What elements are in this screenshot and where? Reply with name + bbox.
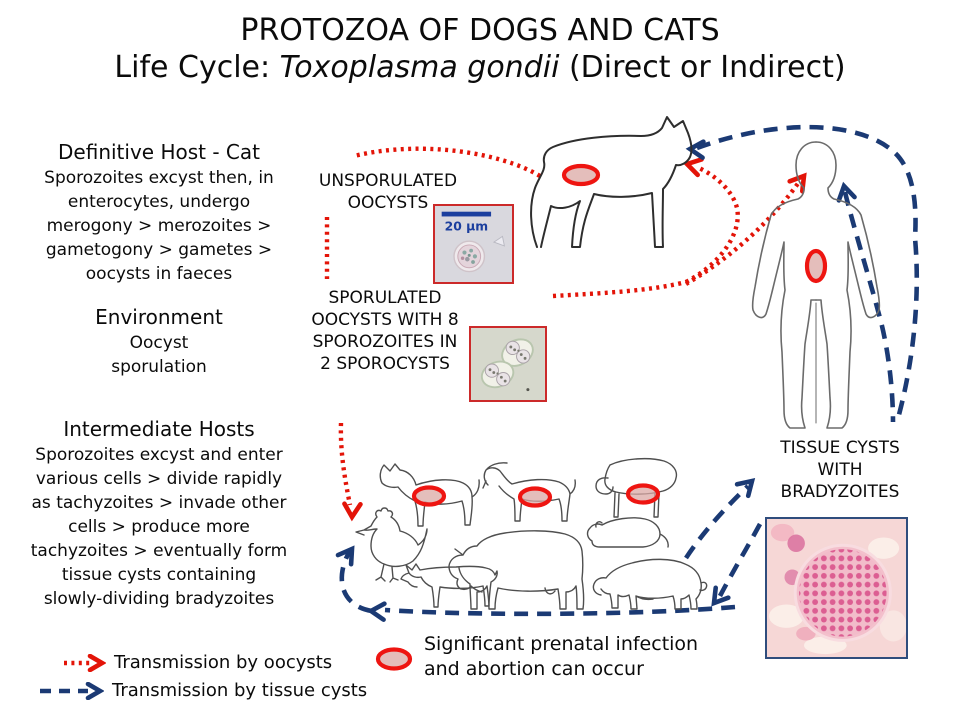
route-up-to-chicken <box>339 549 373 614</box>
environment-heading: Environment <box>95 305 223 329</box>
definitive-host-block: Definitive Host - Cat Sporozoites excyst… <box>28 140 290 286</box>
group-cat-infection-marker <box>411 485 447 507</box>
intermediate-hosts-body: Sporozoites excyst and enter various cel… <box>30 445 288 609</box>
arrowhead-to-cat-icon <box>682 157 704 178</box>
sporocyst <box>516 349 531 364</box>
human-infection-marker <box>804 248 828 284</box>
legend-oocyst-label: Transmission by oocysts <box>114 652 333 673</box>
sporozoite-granules <box>488 345 527 383</box>
route-sporulated-to-animals <box>338 422 353 506</box>
unsporulated-oocyst-micrograph: 20 μm <box>433 204 514 284</box>
sporulated-oocysts-image <box>471 328 545 400</box>
title-line-1: PROTOZOA OF DOGS AND CATS <box>240 13 720 48</box>
mouse-silhouette <box>586 517 669 548</box>
sporulated-oocysts-micrograph <box>469 326 547 402</box>
cow-silhouette <box>448 530 585 610</box>
route-branch-to-cat <box>684 166 740 284</box>
sheep-silhouette <box>595 457 678 518</box>
slide-title: PROTOZOA OF DOGS AND CATS Life Cycle: To… <box>0 13 960 86</box>
arrowhead-to-human-icon <box>787 172 807 194</box>
environment-block: Environment Oocyst sporulation <box>28 305 290 379</box>
oocyst-granules <box>460 248 478 264</box>
tissue-cysts-label: TISSUE CYSTS WITH BRADYZOITES <box>780 438 900 502</box>
stained-nucleus <box>787 534 805 553</box>
sporocyst <box>496 372 511 387</box>
arrowhead-bottom-left-icon <box>366 601 387 622</box>
tissue-route-icon <box>40 681 104 700</box>
environment-body: Oocyst sporulation <box>111 333 207 377</box>
oocyst-route-icon <box>64 653 106 672</box>
chicken-silhouette <box>355 507 428 583</box>
tissue-cyst-histology <box>765 517 908 659</box>
tissue-cyst-image <box>767 519 906 657</box>
arrowhead-at-cat-head-icon <box>685 139 706 160</box>
species-name: Toxoplasma gondii <box>279 49 560 85</box>
legend-infection-marker <box>375 647 413 671</box>
arrowhead-at-tissue-label-icon <box>734 477 756 499</box>
intermediate-hosts-heading: Intermediate Hosts <box>63 417 255 441</box>
goat-silhouette <box>482 462 576 522</box>
group-cat-silhouette <box>379 463 480 527</box>
legend-tissue-row: Transmission by tissue cysts <box>38 680 367 701</box>
sporocyst <box>484 363 500 378</box>
title-line-2: Life Cycle: Toxoplasma gondii (Direct or… <box>0 49 960 86</box>
route-animals-to-tissue <box>684 484 750 560</box>
arrowhead-at-human-shoulder-icon <box>836 181 857 203</box>
sporocyst <box>505 340 520 355</box>
route-sporulated-main <box>552 279 687 299</box>
legend-oocyst-row: Transmission by oocysts <box>62 652 332 673</box>
route-tissue-to-cat <box>696 124 920 423</box>
prenatal-note: Significant prenatal infection and abort… <box>424 633 699 680</box>
debris-speck <box>526 388 530 392</box>
scale-bar <box>441 211 492 217</box>
definitive-host-heading: Definitive Host - Cat <box>58 140 260 164</box>
legend-tissue-label: Transmission by tissue cysts <box>112 680 368 701</box>
title-prefix: Life Cycle: <box>114 49 280 85</box>
bradyzoites <box>799 549 887 637</box>
pig-silhouette <box>592 558 708 610</box>
definitive-host-body: Sporozoites excyst then, in enterocytes,… <box>44 168 274 284</box>
title-suffix: (Direct or Indirect) <box>559 49 846 85</box>
route-bottom-line <box>384 604 736 617</box>
unsporulated-oocyst-image: 20 μm <box>435 206 512 282</box>
route-tissue-to-bottom <box>717 522 763 598</box>
arrowhead-to-animals-icon <box>342 501 363 522</box>
cat-silhouette <box>530 116 693 248</box>
intermediate-hosts-block: Intermediate Hosts Sporozoites excyst an… <box>30 417 288 611</box>
arrowhead-down-left-icon <box>711 585 731 607</box>
dog-silhouette <box>400 563 498 608</box>
debris-bubble <box>492 235 506 247</box>
sheep-infection-marker <box>625 483 661 505</box>
sporulated-oocysts-label: SPORULATED OOCYSTS WITH 8 SPOROZOITES IN… <box>311 288 459 374</box>
goat-infection-marker <box>517 486 553 508</box>
human-silhouette <box>751 141 881 429</box>
intermediate-host-animals <box>355 457 708 610</box>
route-branch-to-human <box>684 180 801 286</box>
arrowhead-up-to-chicken-icon <box>335 545 355 567</box>
cat-infection-marker <box>561 163 601 187</box>
scale-bar-label: 20 μm <box>445 220 488 234</box>
route-tissue-to-human <box>842 191 896 423</box>
